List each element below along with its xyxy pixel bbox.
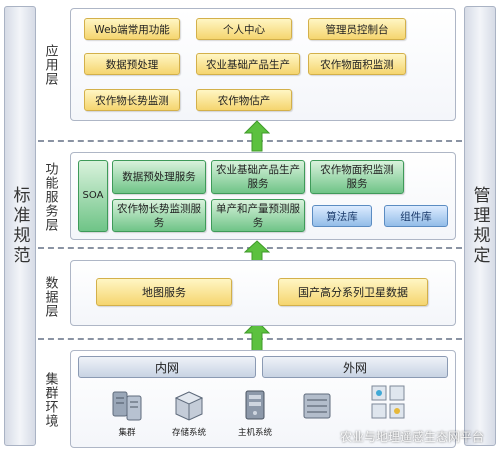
left-sidebar-label: 标准规范 <box>9 186 30 266</box>
soa-box: SOA <box>78 160 108 232</box>
storage-icon <box>174 391 204 421</box>
host-icon <box>245 390 265 420</box>
data-map-service: 地图服务 <box>96 278 232 306</box>
network-intranet: 内网 <box>78 356 256 378</box>
data-satellite: 国产高分系列卫星数据 <box>278 278 428 306</box>
application-layer-label: 应用层 <box>42 44 58 86</box>
device-label-cluster: 集群 <box>118 428 136 438</box>
device-label-host: 主机系统 <box>237 428 272 438</box>
algorithm-library: 算法库 <box>312 205 372 227</box>
service-basic-product: 农业基础产品生产服务 <box>211 160 305 194</box>
separator-1 <box>38 140 462 142</box>
service-area-monitor: 农作物面积监测服务 <box>310 160 404 194</box>
app-item-yield-estimate: 农作物估产 <box>196 89 292 111</box>
separator-3 <box>38 338 462 340</box>
right-sidebar-label: 管理规定 <box>469 186 490 266</box>
app-item-basic-product: 农业基础产品生产 <box>196 53 300 75</box>
cluster-server-icon <box>112 391 142 421</box>
app-item-admin: 管理员控制台 <box>308 18 406 40</box>
app-item-growth-monitor: 农作物长势监测 <box>84 89 180 111</box>
server-rack-icon <box>303 393 331 419</box>
app-item-area-monitor: 农作物面积监测 <box>308 53 406 75</box>
left-sidebar-standards: 标准规范 <box>4 6 36 446</box>
data-layer-label: 数据层 <box>42 276 58 318</box>
service-yield-forecast: 单产和产量预测服务 <box>211 199 305 232</box>
network-extranet: 外网 <box>262 356 448 378</box>
right-sidebar-management: 管理规定 <box>464 6 496 446</box>
service-preprocess: 数据预处理服务 <box>112 160 206 194</box>
device-label-storage: 存储系统 <box>171 428 206 438</box>
watermark-text: 农业与地理遥感生态网平台 <box>339 430 484 444</box>
app-item-preprocess: 数据预处理 <box>84 53 180 75</box>
app-item-profile: 个人中心 <box>196 18 292 40</box>
app-item-web: Web端常用功能 <box>84 18 180 40</box>
arrow-up-icon-1 <box>244 120 270 152</box>
cluster-layer-label: 集群环境 <box>42 371 58 428</box>
database-icon <box>371 385 405 419</box>
service-growth-monitor: 农作物长势监测服务 <box>112 199 206 232</box>
function-layer-label: 功能服务层 <box>42 162 58 232</box>
component-library: 组件库 <box>384 205 448 227</box>
